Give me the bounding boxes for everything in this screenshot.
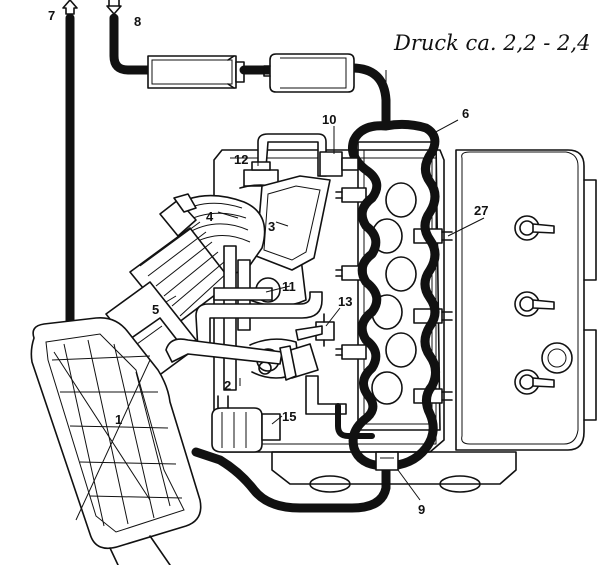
cold-start-return	[335, 403, 375, 439]
air-intake-boot	[159, 193, 266, 275]
callout-6: 6	[462, 106, 469, 121]
check-valve-7	[375, 451, 399, 471]
auxiliary-air-valve	[211, 395, 281, 453]
callout-3: 3	[268, 219, 275, 234]
fuel-pump	[147, 55, 245, 89]
callout-2: 2	[224, 378, 231, 393]
leader-lines	[165, 119, 485, 501]
callout-1: 1	[115, 412, 122, 427]
warmup-regulator-10	[319, 151, 359, 177]
callout-9: 7	[48, 8, 55, 23]
fuel-return-hose	[191, 447, 391, 513]
oil-pan	[271, 451, 517, 493]
air-filter-housing	[30, 316, 202, 565]
fuel-line-8	[106, 0, 155, 75]
callout-10: 10	[322, 112, 336, 127]
callout-12: 12	[234, 152, 248, 167]
callout-4: 4	[206, 209, 214, 224]
pressure-annotation: Druck ca. 2,2 - 2,4	[393, 31, 590, 55]
fuel-line-9	[62, 0, 78, 330]
callout-8: 8	[134, 14, 141, 29]
valve-cover	[455, 149, 597, 451]
control-lines	[165, 245, 335, 391]
callout-27: 27	[474, 203, 488, 218]
fuel-filter	[263, 53, 355, 93]
fuel-supply-hose	[347, 63, 440, 471]
callout-15: 13	[338, 294, 352, 309]
callout-5: 5	[152, 302, 159, 317]
callout-13: 15	[282, 409, 296, 424]
callout-11: 11	[282, 279, 296, 294]
callout-7: 9	[418, 502, 425, 517]
pressure-regulator	[279, 343, 347, 415]
